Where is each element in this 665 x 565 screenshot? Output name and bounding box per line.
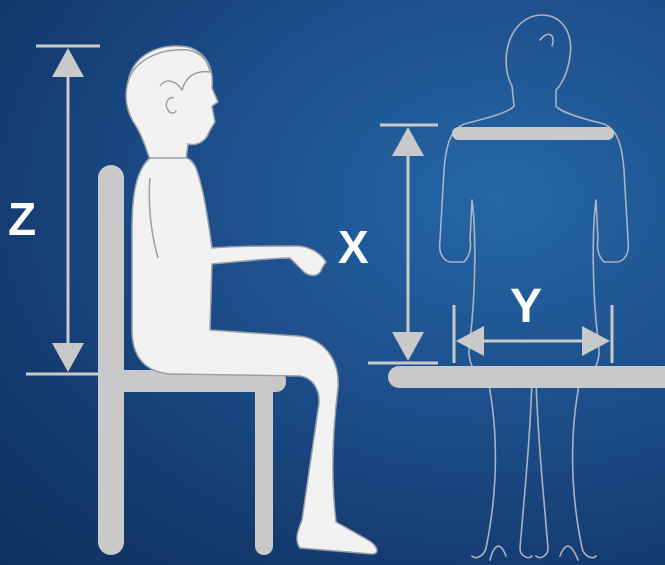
z-dimension-arrow	[26, 46, 100, 374]
dimension-label-y: Y	[510, 283, 542, 331]
seated-person-side-view	[126, 46, 377, 554]
chair-backrest	[98, 165, 124, 555]
seat-surface-bar	[388, 366, 665, 388]
dimension-label-x: X	[338, 224, 369, 270]
x-dimension-arrow	[368, 125, 438, 363]
shoulder-width-bar	[452, 127, 614, 140]
dimension-label-z: Z	[8, 196, 36, 242]
chair-front-leg	[255, 380, 273, 555]
